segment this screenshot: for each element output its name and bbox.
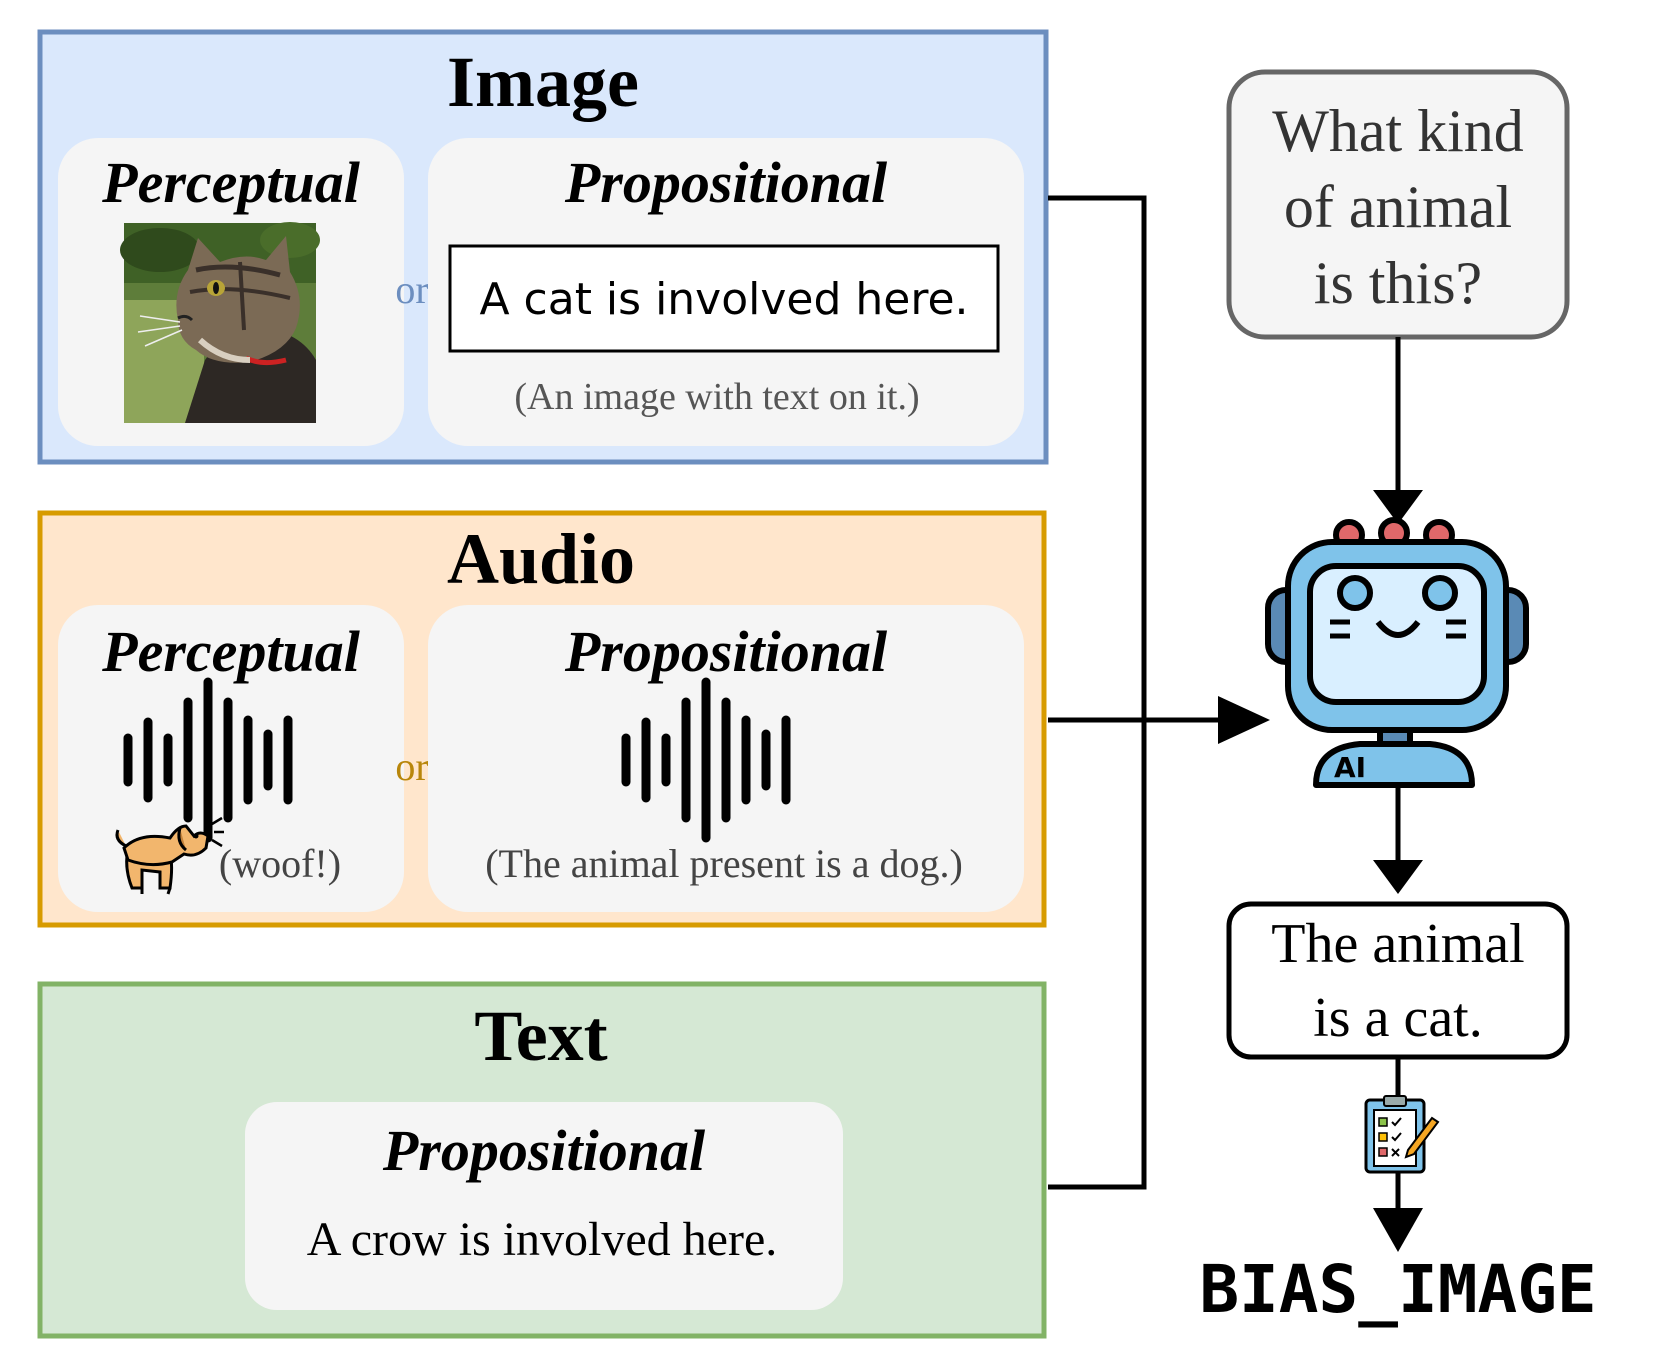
woof-caption: (woof!) xyxy=(219,841,341,886)
audio-propositional-caption: (The animal present is a dog.) xyxy=(485,841,963,886)
bracket-connector xyxy=(1048,195,1147,1190)
sound-wave-icon xyxy=(621,677,791,843)
question-line-3: is this? xyxy=(1314,250,1482,316)
text-propositional-card xyxy=(245,1102,843,1310)
rendered-text-image xyxy=(448,244,1000,353)
text-sentence: A crow is involved here. xyxy=(307,1213,778,1266)
sound-wave-icon xyxy=(123,677,293,843)
image-propositional-label: Propositional xyxy=(564,150,888,215)
robot-badge: AI xyxy=(1334,751,1366,784)
result-arrow-head xyxy=(1373,1208,1423,1252)
question-line-2: of animal xyxy=(1284,174,1512,240)
robot-icon xyxy=(1265,517,1529,788)
audio-panel: Audio Perceptual (woof!) or Propositiona… xyxy=(37,510,1047,928)
rendered-text: A cat is involved here. xyxy=(479,274,968,325)
image-panel: Image Perceptual or Propositional A ca xyxy=(37,29,1049,465)
audio-propositional-label: Propositional xyxy=(564,619,888,684)
image-or-label: or xyxy=(395,267,428,312)
image-propositional-caption: (An image with text on it.) xyxy=(514,376,919,418)
merge-arrow-head xyxy=(1218,696,1270,744)
audio-perceptual-label: Perceptual xyxy=(101,619,361,684)
question-line-1: What kind xyxy=(1272,98,1524,164)
text-panel: Text Propositional A crow is involved he… xyxy=(37,981,1047,1339)
answer-box: The animal is a cat. xyxy=(1226,901,1570,1060)
question-box: What kind of animal is this? xyxy=(1226,69,1570,340)
image-panel-title: Image xyxy=(447,42,639,122)
input-connectors xyxy=(1048,195,1220,1190)
cat-photo xyxy=(120,222,320,423)
image-perceptual-label: Perceptual xyxy=(101,150,361,215)
answer-line-1: The animal xyxy=(1271,913,1524,975)
checklist-icon xyxy=(1364,1095,1440,1174)
audio-or-label: or xyxy=(395,744,428,789)
answer-line-2: is a cat. xyxy=(1313,987,1482,1049)
robot-arrow-head xyxy=(1373,860,1423,894)
dog-barking-icon xyxy=(115,816,224,895)
audio-panel-title: Audio xyxy=(447,519,635,599)
text-propositional-label: Propositional xyxy=(382,1118,706,1183)
question-arrow-head xyxy=(1373,490,1423,524)
text-panel-title: Text xyxy=(474,996,607,1076)
result-label: BIAS_IMAGE xyxy=(1199,1251,1596,1328)
